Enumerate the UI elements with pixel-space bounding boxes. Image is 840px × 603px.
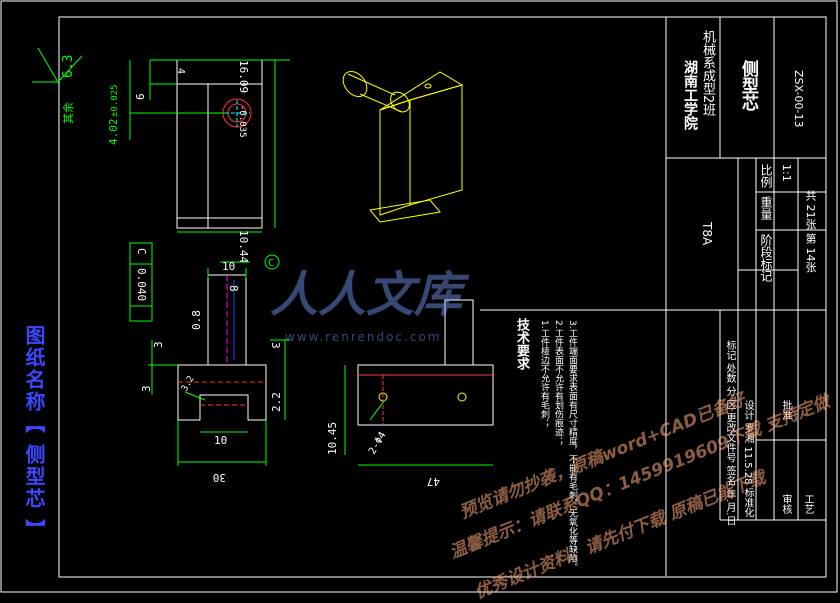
review-label: 审核	[780, 494, 791, 514]
brand-watermark: 人人文库	[270, 267, 463, 323]
dim-10-44: 10.44	[237, 230, 250, 263]
scale-value: 1:1	[780, 164, 793, 182]
dim-thirty: 30	[213, 471, 226, 484]
top-view-dims	[129, 59, 290, 233]
rev-label-1: 处数	[724, 363, 735, 384]
material: T8A	[700, 222, 714, 246]
dim-hole: 2-Φ4	[367, 430, 389, 456]
roughness-symbol: 6.3 其余	[32, 47, 83, 124]
dim-four: 4	[175, 68, 186, 74]
gdt-datum: C	[135, 248, 148, 255]
gdt-tolerance: 0.040	[135, 268, 148, 301]
std-label: 标准化	[742, 487, 753, 518]
scale-label: 比例	[759, 164, 773, 188]
sheet-info: 共 21张 第 14张	[804, 190, 817, 273]
rev-label-4: 更改文件号	[724, 412, 735, 463]
section-view	[357, 299, 494, 426]
design-date: 11.5.28	[742, 446, 753, 485]
dim-depth: 4.02	[107, 119, 120, 146]
section-view-dims	[344, 365, 493, 466]
design-row: 设计 罗湘 11.5.28 标准化	[740, 400, 755, 518]
dim-two-two: 2.2	[270, 392, 283, 412]
dim-ten-45: 10.45	[326, 422, 339, 455]
title-block	[480, 17, 826, 576]
design-label: 设计	[742, 400, 753, 420]
designer: 罗湘	[742, 423, 753, 444]
dim-three-b: 3	[269, 342, 282, 349]
datum-c-label: C	[268, 258, 274, 269]
front-view	[177, 274, 267, 421]
stage-label: 阶段标记	[759, 234, 773, 282]
dim-depth-tol: ±0.025	[110, 84, 120, 117]
tech-item-1: 1.工件棱边不允许有毛刺；	[539, 320, 549, 428]
rev-label-2: 分	[724, 386, 735, 397]
tech-item-2: 2.工件表面不允许有划伤痕迹；	[553, 320, 563, 446]
dim-top-tol: -0.035	[237, 105, 247, 138]
dim-three-a: 3	[152, 341, 165, 348]
roughness-note: 其余	[61, 102, 75, 124]
drawing-no: ZSX-00-13	[792, 70, 805, 128]
dim-forty-seven: 47	[427, 475, 440, 488]
dim-three-c: 3	[140, 385, 153, 392]
rev-label-5: 签名	[724, 465, 735, 486]
dim-eight: 8	[227, 285, 240, 292]
dim-ten-b: 10	[214, 434, 227, 447]
url-watermark: www.renrendoc.com	[285, 330, 442, 344]
rev-label-6: 年.月.日	[724, 489, 735, 526]
front-view-dims	[129, 242, 290, 466]
dim-six: 6	[134, 93, 147, 100]
roughness-value: 6.3	[61, 55, 76, 78]
tech-item-3: 3.工件端面要求表面有尺寸精度，不能有毛刺，无氧化等缺陷。	[567, 320, 577, 572]
inner-border	[58, 16, 827, 578]
dim-r-3-2: 3.2	[180, 374, 197, 393]
school-name: 湖南工学院	[682, 60, 698, 130]
process-label: 工艺	[802, 494, 813, 514]
weight-label: 重量	[759, 196, 773, 220]
class-name: 机械系成型2班	[700, 30, 715, 117]
dim-zero-eight: 0.8	[190, 310, 203, 330]
dim-ten: 10	[222, 260, 235, 273]
rev-label-3: 区	[724, 399, 735, 410]
approve-label: 批准	[780, 400, 791, 420]
iso-part	[342, 70, 464, 223]
revision-labels: 标记 处数 分 区 更改文件号 签名 年.月.日	[722, 340, 737, 525]
dim-top-width: 16.09	[237, 60, 250, 93]
part-name: 侧型芯	[738, 60, 758, 111]
tech-title: 技术要求	[514, 318, 529, 370]
drawing-label: 图纸名称【 侧型芯 】	[22, 325, 46, 541]
rev-label-0: 标记	[724, 340, 735, 360]
